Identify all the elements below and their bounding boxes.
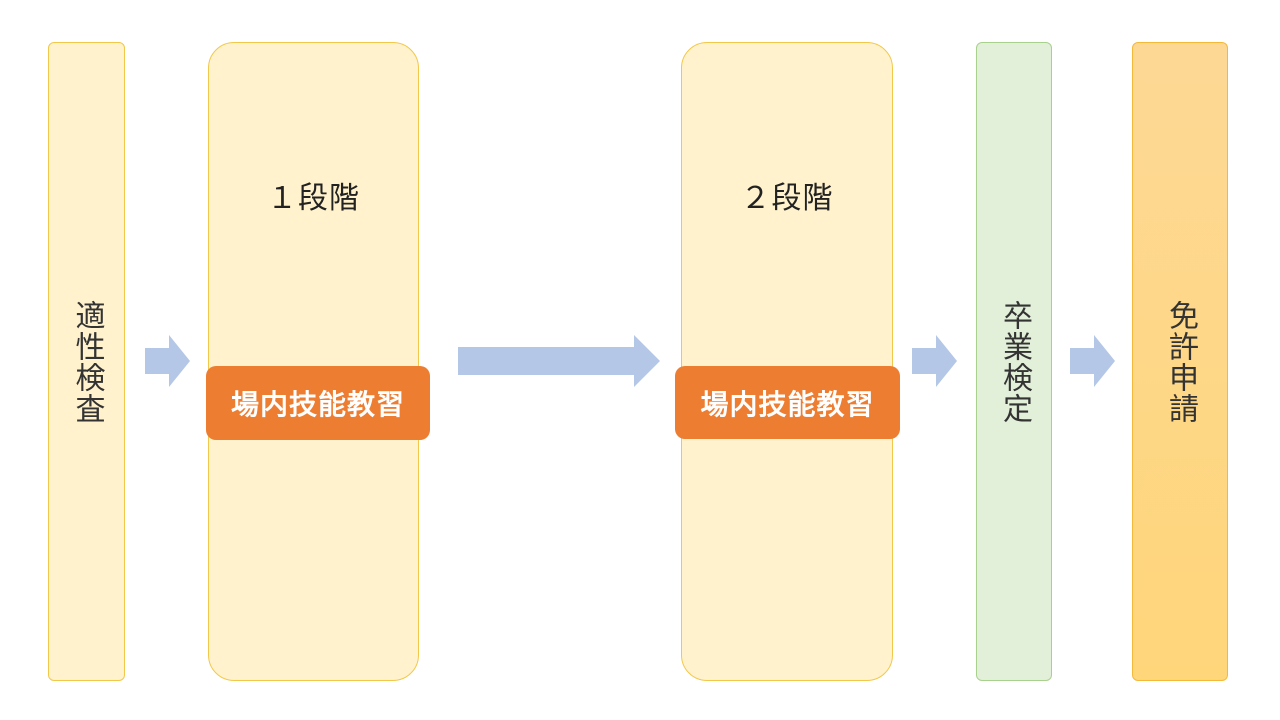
aptitude-test-label: 適性検査 — [69, 299, 105, 424]
license-application-box: 免許申請 — [1132, 42, 1228, 681]
stage2-box: ２段階 — [681, 42, 893, 681]
license-application-label: 免許申請 — [1163, 299, 1198, 424]
graduation-test-box: 卒業検定 — [976, 42, 1052, 681]
arrow-right-icon — [912, 335, 957, 387]
stage1-title: １段階 — [267, 181, 360, 216]
arrow-right-icon — [1070, 335, 1115, 387]
stage2-badge: 場内技能教習 — [675, 366, 900, 439]
long-arrow-right-icon — [458, 335, 660, 387]
stage2-title: ２段階 — [740, 181, 834, 216]
graduation-test-label: 卒業検定 — [997, 299, 1032, 424]
stage1-box: １段階 — [208, 42, 419, 681]
arrow-right-icon — [145, 335, 190, 387]
stage1-badge: 場内技能教習 — [206, 366, 430, 440]
aptitude-test-box: 適性検査 — [48, 42, 125, 681]
